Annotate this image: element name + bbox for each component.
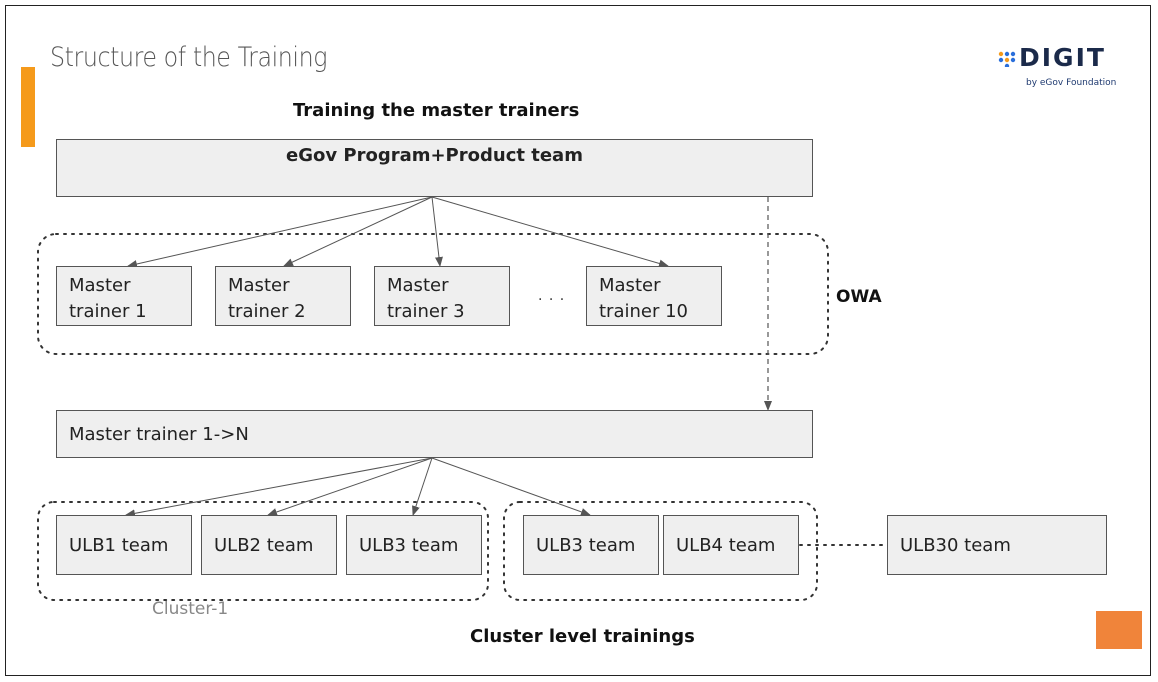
corner-square [1096,611,1142,649]
cluster-1-label: Cluster-1 [152,599,229,619]
slide-frame [5,5,1151,676]
arrow-to-master-2 [283,196,433,267]
logo-subtitle: by eGov Foundation [1026,78,1117,88]
master-trainer-1-box: Master trainer 1 [56,266,192,326]
ulb30-team-box: ULB30 team [887,515,1107,575]
master-trainer-10-box: Master trainer 10 [586,266,722,326]
digit-logo: DIGIT by eGov Foundation [996,43,1124,92]
ulb4-team-box: ULB4 team [663,515,799,575]
master-trainer-2-line1: Master [228,275,290,296]
logo-wordmark: DIGIT [1019,43,1106,72]
master-trainer-3-box: Master trainer 3 [374,266,510,326]
digit-dots-icon [998,51,1016,67]
arrow-to-ulb1 [125,457,433,518]
master-trainer-1-line1: Master [69,275,131,296]
arrow-to-master-3 [431,196,443,267]
ulb2-team-box: ULB2 team [201,515,337,575]
cluster-1-outline [37,501,489,601]
owa-group-outline [37,233,829,355]
arrow-to-ulb3 [412,457,433,516]
arrow-to-ulb2 [267,457,433,516]
slide-title: Structure of the Training [50,42,328,73]
master-trainer-10-line2: trainer 10 [599,301,688,322]
heading-master-trainers: Training the master trainers [293,100,580,121]
ellipsis: . . . [538,288,566,304]
master-trainer-3-line1: Master [387,275,449,296]
ulb3-team-box: ULB3 team [346,515,482,575]
master-trainer-10-line1: Master [599,275,661,296]
owa-label: OWA [836,287,882,307]
ulb3-team-cluster2-box: ULB3 team [523,515,659,575]
egov-team-box: eGov Program+Product team [56,139,813,197]
master-trainer-1-line2: trainer 1 [69,301,147,322]
arrow-to-master-1 [127,196,433,268]
master-trainer-3-line2: trainer 3 [387,301,465,322]
accent-bar [21,67,35,147]
master-trainer-2-box: Master trainer 2 [215,266,351,326]
master-trainer-1-n-box: Master trainer 1->N [56,410,813,458]
arrow-to-ulb3-cluster2 [431,457,591,516]
cluster-2-outline [503,501,818,601]
heading-cluster-trainings: Cluster level trainings [470,626,695,647]
master-trainer-2-line2: trainer 2 [228,301,306,322]
arrow-to-master-10 [431,196,669,268]
ulb1-team-box: ULB1 team [56,515,192,575]
